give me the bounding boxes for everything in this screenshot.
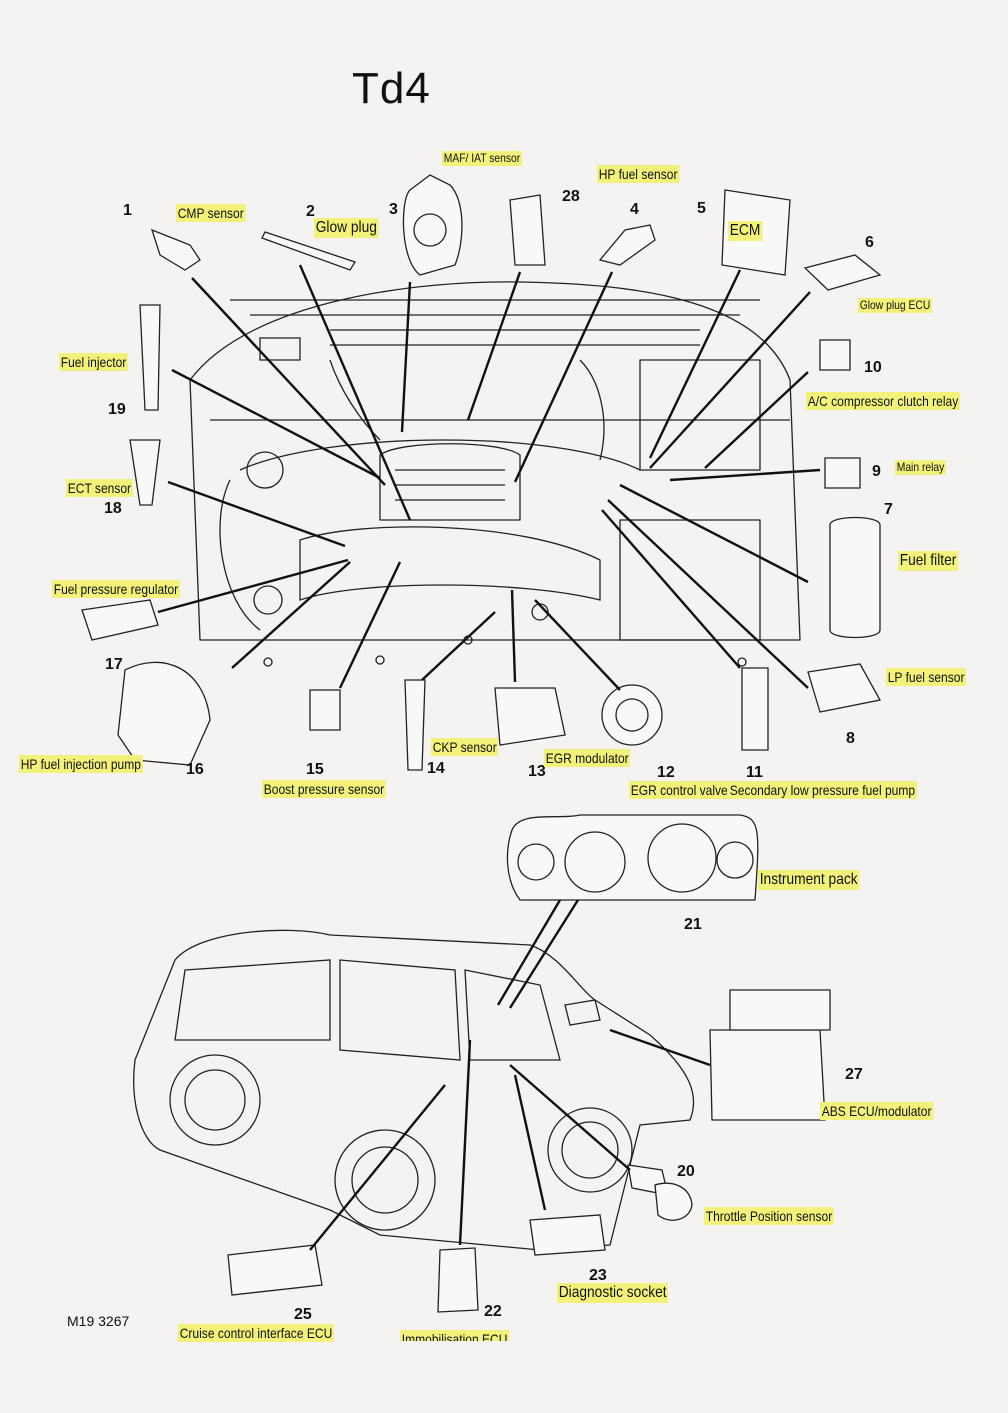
- callout-number-20: 20: [677, 1163, 695, 1180]
- component-label-cmp-sensor: CMP sensor: [176, 204, 246, 222]
- callout-number-27: 27: [845, 1066, 863, 1083]
- component-label-egr-modulator: EGR modulator: [544, 749, 631, 767]
- component-label-ac-compressor-clutch-relay: A/C compressor clutch relay: [806, 392, 960, 410]
- component-label-instrument-pack: Instrument pack: [758, 870, 860, 890]
- component-label-secondary-lp-fuel-pump: Secondary low pressure fuel pump: [728, 781, 917, 799]
- callout-number-25: 25: [294, 1306, 312, 1323]
- instrument-pack-drawing: [506, 814, 759, 901]
- callout-number-9: 9: [872, 463, 881, 480]
- component-label-fuel-filter: Fuel filter: [898, 551, 959, 571]
- component-icons: [81, 174, 882, 771]
- callout-number-11: 11: [746, 764, 763, 781]
- engine-bay-drawing: [189, 281, 801, 667]
- callout-number-21: 21: [684, 916, 702, 933]
- callout-number-13: 13: [528, 763, 546, 780]
- component-label-boost-pressure-sensor: Boost pressure sensor: [262, 780, 386, 798]
- callout-number-18: 18: [104, 500, 122, 517]
- leader-lines: [157, 264, 821, 1251]
- component-label-diagnostic-socket: Diagnostic socket: [557, 1283, 669, 1303]
- component-label-throttle-position-sensor: Throttle Position sensor: [704, 1207, 834, 1225]
- diagram-title: Td4: [352, 64, 431, 113]
- figure-code: M19 3267: [67, 1313, 130, 1329]
- component-label-fuel-injector: Fuel injector: [59, 353, 129, 371]
- callout-number-16: 16: [186, 761, 204, 778]
- component-label-fuel-pressure-regulator: Fuel pressure regulator: [52, 580, 180, 598]
- component-label-main-relay: Main relay: [895, 460, 947, 475]
- callout-number-4: 4: [630, 201, 639, 218]
- lower-component-icons: [227, 989, 831, 1313]
- component-label-abs-ecu-modulator: ABS ECU/modulator: [820, 1102, 934, 1120]
- component-label-ckp-sensor: CKP sensor: [431, 738, 499, 756]
- callout-number-1: 1: [123, 202, 132, 219]
- callout-number-7: 7: [884, 501, 893, 518]
- component-label-cruise-control-interface-ecu: Cruise control interface ECU: [178, 1324, 335, 1342]
- component-label-immobilisation-ecu: Immobilisation ECU: [400, 1330, 510, 1341]
- callout-number-10: 10: [864, 359, 882, 376]
- vehicle-drawing: [133, 929, 695, 1251]
- callout-number-14: 14: [427, 760, 445, 777]
- callout-number-23: 23: [589, 1267, 607, 1284]
- callout-number-19: 19: [108, 401, 126, 418]
- component-label-hp-fuel-injection-pump: HP fuel injection pump: [19, 755, 143, 773]
- callout-number-5: 5: [697, 200, 706, 217]
- callout-number-22: 22: [484, 1303, 502, 1320]
- component-label-egr-control-valve: EGR control valve: [629, 781, 730, 799]
- component-label-ecm: ECM: [728, 221, 763, 241]
- component-label-lp-fuel-sensor: LP fuel sensor: [886, 668, 967, 686]
- component-label-hp-fuel-sensor: HP fuel sensor: [597, 165, 680, 183]
- component-label-glow-plug-ecu: Glow plug ECU: [858, 298, 932, 313]
- component-label-maf-iat-sensor: MAF/ IAT sensor: [442, 151, 522, 166]
- callout-number-15: 15: [306, 761, 324, 778]
- callout-number-17: 17: [105, 656, 123, 673]
- callout-number-6: 6: [865, 234, 874, 251]
- callout-number-2: 2: [306, 203, 315, 220]
- callout-number-28: 28: [562, 188, 580, 205]
- component-label-ect-sensor: ECT sensor: [66, 479, 133, 497]
- callout-number-12: 12: [657, 764, 675, 781]
- callout-number-3: 3: [389, 201, 398, 218]
- callout-number-8: 8: [846, 730, 855, 747]
- component-label-glow-plug: Glow plug: [314, 218, 379, 238]
